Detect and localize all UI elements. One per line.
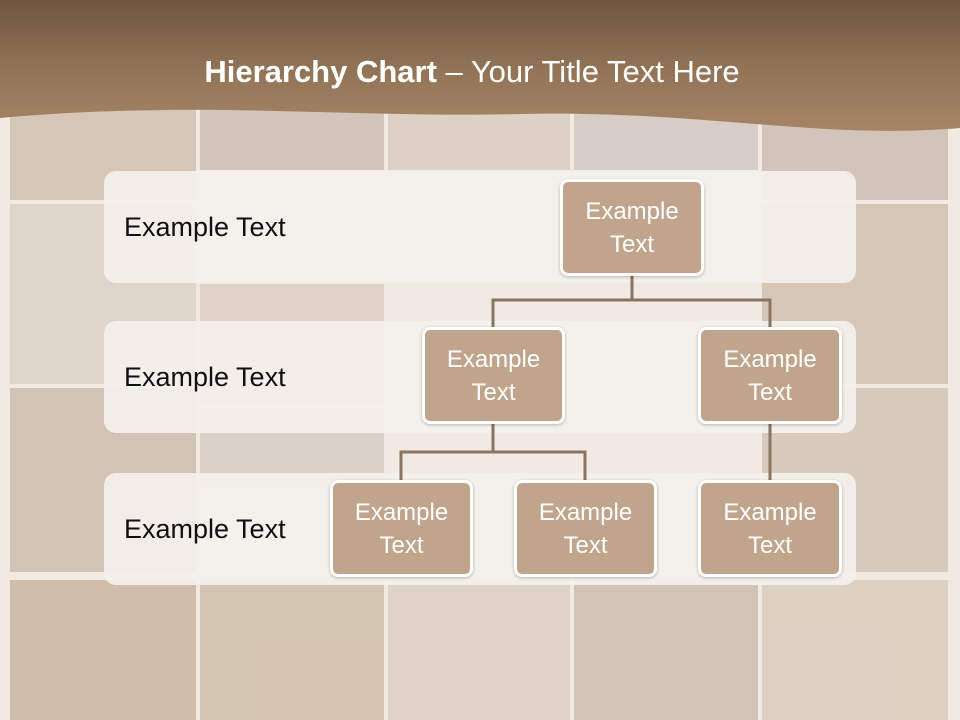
header-band [0,0,960,131]
slide-title-bold: Hierarchy Chart [204,54,437,89]
slide-title-dash: – [436,54,471,89]
collage-photo [388,110,570,170]
connector-root-to-level2 [491,276,772,327]
node-level3-2[interactable]: Example Text [514,480,657,577]
collage-photo [762,580,948,720]
level-label-3: Example Text [124,514,286,544]
node-level2-right[interactable]: Example Text [698,327,842,424]
node-level2-left-label: Example Text [446,345,541,406]
node-root[interactable]: Example Text [560,179,704,276]
connector-level2a-to-level3 [399,424,587,480]
node-level3-2-label: Example Text [538,498,633,559]
node-level3-1[interactable]: Example Text [330,480,473,577]
node-level2-left[interactable]: Example Text [422,327,565,424]
collage-photo [10,580,196,720]
level-label-2: Example Text [124,362,286,392]
collage-photo [388,580,570,720]
node-level2-right-label: Example Text [723,345,817,406]
node-level3-1-label: Example Text [354,498,449,559]
collage-photo [200,110,384,170]
collage-photo [200,580,384,720]
level-row-1: Example Text [104,171,856,283]
node-root-label: Example Text [585,197,679,258]
level-label-1: Example Text [124,212,286,242]
slide-title: Hierarchy Chart – Your Title Text Here [0,54,944,90]
collage-photo [574,580,758,720]
slide-title-rest: Your Title Text Here [470,54,740,89]
node-level3-3[interactable]: Example Text [698,480,842,577]
node-level3-3-label: Example Text [723,498,817,559]
